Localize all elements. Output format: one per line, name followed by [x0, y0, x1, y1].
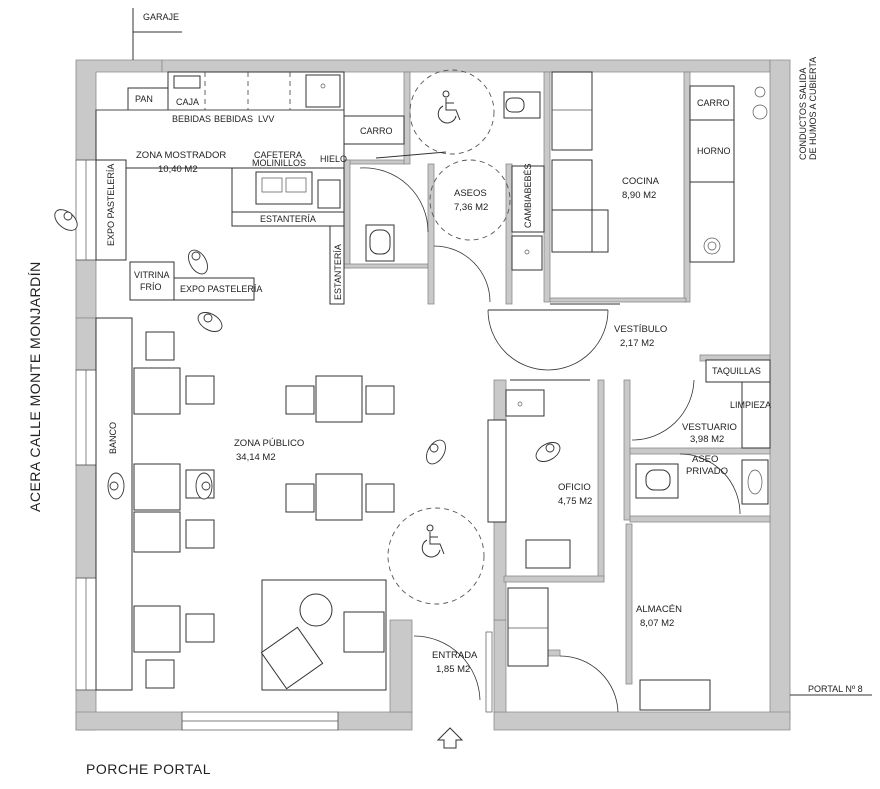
- outer-walls: [75, 59, 791, 731]
- label-bebidas-1: BEBIDAS: [172, 114, 211, 124]
- room-area-vestibulo: 2,17 M2: [620, 338, 654, 349]
- person-icon: [188, 249, 208, 275]
- room-name-mostrador: ZONA MOSTRADOR: [136, 150, 226, 161]
- label-banco: BANCO: [108, 422, 118, 454]
- room-name-almacen: ALMACÉN: [636, 604, 682, 615]
- label-molinillos: MOLINILLOS: [252, 158, 306, 168]
- label-expo-pasteleria-h: EXPO PASTELERÍA: [180, 284, 262, 294]
- label-conductos-1: CONDUCTOS SALIDA: [798, 68, 808, 160]
- label-conductos-2: DE HUMOS A CUBIERTA: [808, 57, 818, 160]
- accessibility-icon: [421, 524, 445, 558]
- label-horno: HORNO: [697, 146, 731, 156]
- person-icon: [426, 439, 446, 465]
- person-icon: [54, 209, 78, 231]
- room-name-publico: ZONA PÚBLICO: [234, 438, 304, 449]
- room-area-almacen: 8,07 M2: [640, 618, 674, 629]
- context-lines: [132, 8, 872, 696]
- room-name-aseos: ASEOS: [454, 188, 487, 199]
- label-expo-pasteleria-v: EXPO PASTELERÍA: [106, 164, 116, 246]
- label-caja: CAJA: [176, 97, 199, 107]
- person-icon: [197, 312, 223, 332]
- room-name-vestibulo: VESTÍBULO: [614, 324, 667, 335]
- label-privado: PRIVADO: [686, 466, 728, 477]
- public-furniture: [95, 317, 485, 691]
- windows: [75, 159, 339, 731]
- aseos-fixtures: [359, 69, 545, 303]
- room-name-vestuario: VESTUARIO: [682, 422, 737, 433]
- almacen-fixtures: [559, 655, 711, 713]
- person-icon: [107, 472, 125, 500]
- label-carro-cocina: CARRO: [697, 98, 730, 108]
- room-area-oficio: 4,75 M2: [558, 496, 592, 507]
- room-area-publico: 34,14 M2: [236, 452, 276, 463]
- label-portal: PORTAL Nº 8: [808, 684, 863, 694]
- label-carro-bar: CARRO: [360, 126, 393, 136]
- label-garaje: GARAJE: [143, 12, 179, 22]
- label-lvv: LVV: [258, 114, 274, 124]
- entrada-door: [413, 635, 481, 749]
- label-limpieza: LIMPIEZA: [730, 400, 771, 410]
- person-icon: [195, 472, 213, 500]
- vestuario-fixtures: [631, 359, 771, 515]
- cocina-fixtures: [550, 71, 768, 305]
- bar-counter: [95, 71, 405, 305]
- room-area-vestuario: 3,98 M2: [690, 434, 724, 445]
- label-estanteria-h: ESTANTERÍA: [260, 214, 316, 224]
- label-porch: PORCHE PORTAL: [86, 761, 211, 777]
- label-cambiabebes: CAMBIABEBÉS: [523, 163, 533, 228]
- room-area-entrada: 1,85 M2: [436, 664, 470, 675]
- labels: GARAJE PAN CAJA BEBIDAS BEBIDAS LVV CARR…: [27, 12, 863, 777]
- oficio-fixtures: [487, 389, 571, 667]
- label-taquillas: TAQUILLAS: [712, 366, 761, 376]
- label-bebidas-2: BEBIDAS: [214, 114, 253, 124]
- room-area-aseos: 7,36 M2: [454, 202, 488, 213]
- room-area-cocina: 8,90 M2: [622, 190, 656, 201]
- label-frio: FRÍO: [140, 282, 162, 292]
- label-street: ACERA CALLE MONTE MONJARDÍN: [27, 261, 43, 512]
- room-area-mostrador: 10,40 M2: [158, 164, 198, 175]
- room-name-cocina: COCINA: [622, 176, 660, 187]
- room-name-entrada: ENTRADA: [432, 650, 478, 661]
- vestibulo-doors: [487, 309, 609, 381]
- label-hielo: HIELO: [320, 154, 347, 164]
- label-pan: PAN: [135, 94, 153, 104]
- accessibility-icon: [437, 90, 461, 124]
- label-cafetera: CAFETERA: [254, 150, 302, 160]
- label-vitrina: VITRINA: [134, 270, 170, 280]
- person-icon: [535, 442, 561, 462]
- room-name-oficio: OFICIO: [558, 482, 591, 493]
- label-estanteria-v: ESTANTERÍA: [333, 244, 343, 300]
- label-aseo: ASEO: [692, 454, 718, 465]
